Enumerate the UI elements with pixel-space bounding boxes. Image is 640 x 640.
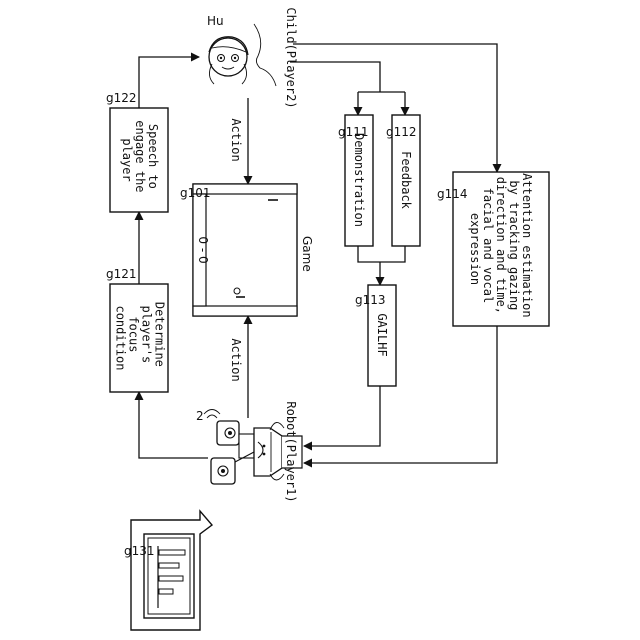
block-determine-focus: Determine player's focus condition g121	[106, 267, 168, 392]
ref-label: g113	[355, 293, 386, 307]
action-label-top: Action	[229, 118, 243, 161]
game-wall-bottom	[193, 306, 297, 316]
monitor-ref-label: g131	[124, 544, 155, 558]
block-demonstration: Demonstration g111	[338, 115, 373, 246]
edge-gailhf-to-robot	[304, 386, 380, 446]
human-ref-label: Hu	[207, 14, 224, 28]
block-text: GAILHF	[375, 313, 389, 356]
ref-label: g101	[180, 186, 211, 200]
ref-label: g122	[106, 91, 137, 105]
child-label-leader	[254, 24, 276, 86]
edge-child-to-split	[290, 62, 380, 92]
game-ball	[234, 288, 240, 294]
child-label: Child(Player2)	[284, 7, 298, 108]
block-text: Demonstration	[352, 133, 366, 227]
game-panel: 0 - 0 Game g101	[180, 184, 314, 316]
edge-robot-to-focus	[139, 392, 208, 458]
block-text: Feedback	[399, 151, 413, 210]
edge-attention-to-robot	[304, 326, 497, 463]
block-gailhf: GAILHF g113	[355, 285, 396, 386]
merge-bar-bottom	[358, 246, 405, 262]
block-speech-engage: Speech to engage the player g122	[106, 91, 168, 212]
ref-label: g114	[437, 187, 468, 201]
ref-label: g111	[338, 125, 369, 139]
game-label: Game	[300, 236, 314, 272]
edge-speech-to-child	[139, 57, 199, 108]
monitor-chart-icon	[131, 511, 212, 630]
robot-ref-label: 2	[196, 409, 204, 423]
block-attention-estimation: Attention estimation by tracking gazing …	[437, 172, 549, 326]
action-label-bottom: Action	[229, 338, 243, 381]
block-text: Determine player's focus condition	[114, 302, 167, 374]
game-score-text: 0 - 0	[196, 236, 210, 263]
robot-label: Robot(Player1)	[284, 401, 298, 502]
ref-label: g112	[386, 125, 417, 139]
block-feedback: Feedback g112	[386, 115, 420, 246]
child-face-icon	[209, 37, 248, 84]
ref-label: g121	[106, 267, 137, 281]
